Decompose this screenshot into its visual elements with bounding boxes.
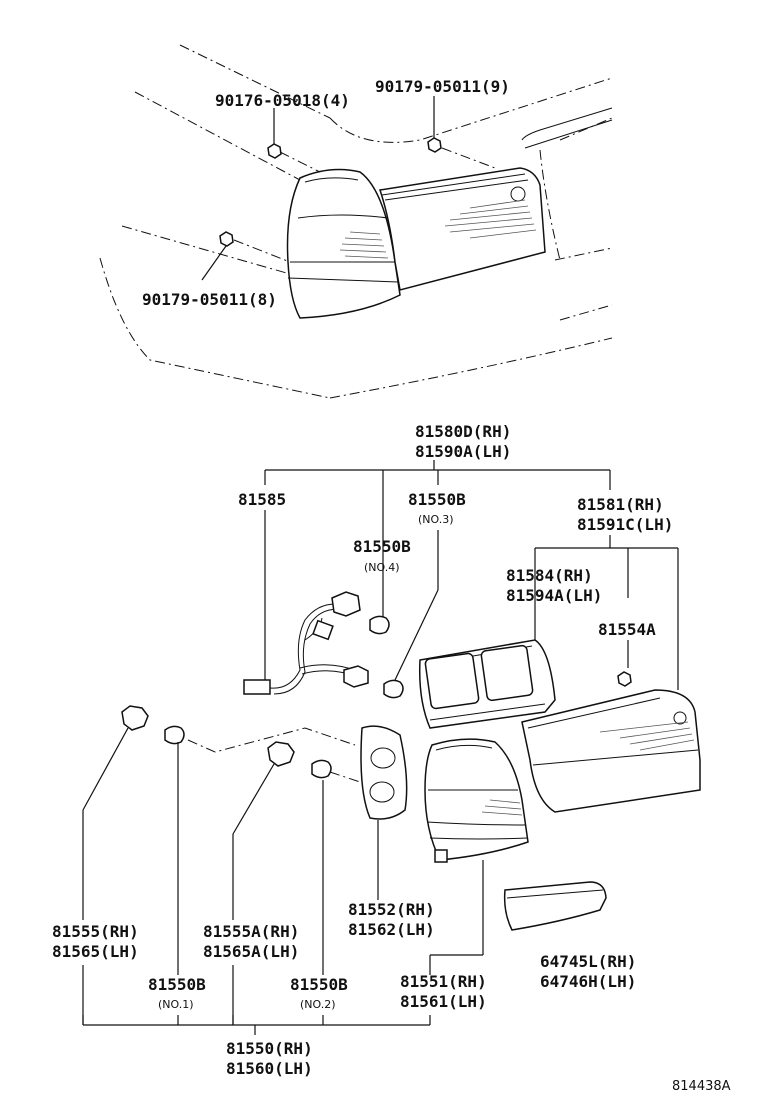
label-64746h-lh: 64746H(LH) [540,972,636,991]
label-81550b-no3: 81550B [408,490,466,509]
label-81555-rh: 81555(RH) [52,922,139,941]
label-81581-rh: 81581(RH) [577,495,664,514]
label-81550b-no2: 81550B [290,975,348,994]
label-64745l-rh: 64745L(RH) [540,952,636,971]
label-no2: (NO.2) [300,998,336,1011]
label-no1: (NO.1) [158,998,194,1011]
bumper-piece-64745-illustration [503,881,607,931]
bottom-leader-lines [82,727,484,1035]
label-81580d-rh: 81580D(RH) [415,422,511,441]
vehicle-rear-illustration [99,44,613,399]
bulb-icon [164,615,404,779]
garnish-81581-illustration [521,671,701,813]
label-81565a-lh: 81565A(LH) [203,942,299,961]
label-81585: 81585 [238,490,286,509]
assembly-bracket-lines [264,460,679,690]
label-81591c-lh: 81591C(LH) [577,515,673,534]
label-no4: (NO.4) [364,561,400,574]
housing-81584-illustration [418,639,556,729]
lens-81551-illustration [424,738,529,863]
diagram-reference-code: 814438A [672,1079,731,1094]
label-81555a-rh: 81555A(RH) [203,922,299,941]
label-81562-lh: 81562(LH) [348,920,435,939]
label-90176-05018: 90176-05018(4) [215,91,350,110]
label-81561-lh: 81561(LH) [400,992,487,1011]
label-81590a-lh: 81590A(LH) [415,442,511,461]
label-90179-05011-8: 90179-05011(8) [142,290,277,309]
label-no3: (NO.3) [418,513,454,526]
label-81550-rh: 81550(RH) [226,1039,313,1058]
wire-harness-illustration [243,591,369,695]
label-81554a: 81554A [598,620,656,639]
label-81552-rh: 81552(RH) [348,900,435,919]
label-81550b-no4: 81550B [353,537,411,556]
label-81560-lh: 81560(LH) [226,1059,313,1078]
gasket-81552-illustration [360,725,408,820]
label-81594a-lh: 81594A(LH) [506,586,602,605]
socket-icon [121,705,295,767]
label-81584-rh: 81584(RH) [506,566,593,585]
label-81550b-no1: 81550B [148,975,206,994]
label-81565-lh: 81565(LH) [52,942,139,961]
label-81551-rh: 81551(RH) [400,972,487,991]
label-90179-05011-9: 90179-05011(9) [375,77,510,96]
nut-icon [219,137,442,247]
